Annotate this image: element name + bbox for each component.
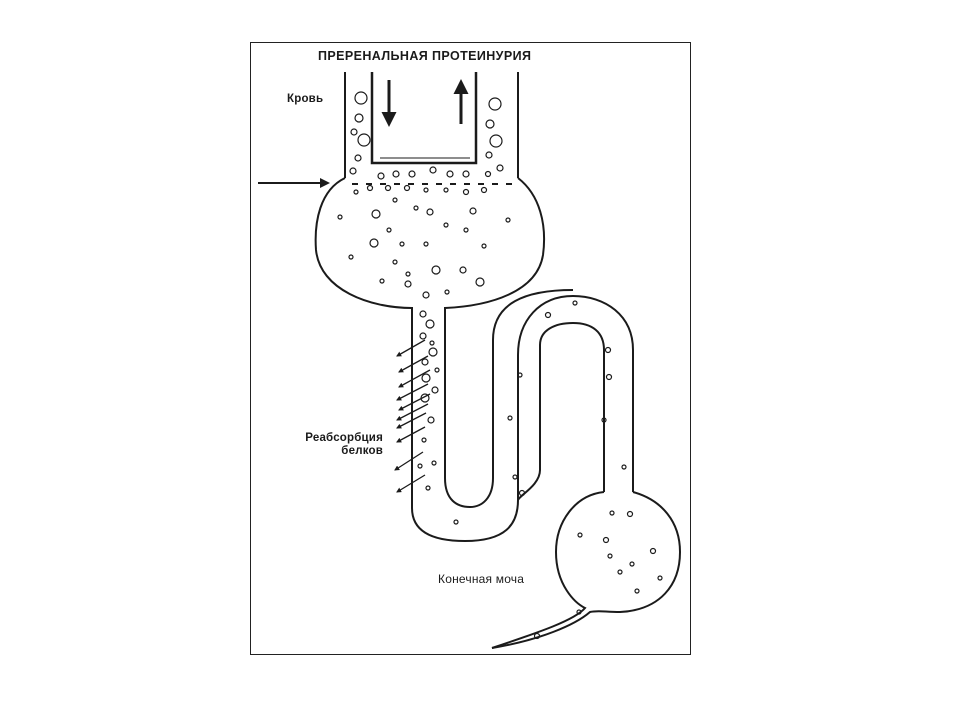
blood-flow-arrows <box>381 79 469 127</box>
reabsorption-label: Реабсорбция белков <box>287 432 383 458</box>
final-urine-label: Конечная моча <box>438 572 525 586</box>
diagram-title: ПРЕРЕНАЛЬНАЯ ПРОТЕИНУРИЯ <box>318 49 532 63</box>
blood-label: Кровь <box>287 93 324 105</box>
nephron-outline <box>314 177 682 649</box>
reabsorption-label-line1: Реабсорбция <box>305 432 383 444</box>
reabsorption-label-line2: белков <box>341 445 383 457</box>
reabsorption-arrows <box>394 339 431 493</box>
diagram-frame <box>250 42 691 655</box>
capillary-loop <box>344 72 519 178</box>
protein-particles <box>337 91 663 640</box>
